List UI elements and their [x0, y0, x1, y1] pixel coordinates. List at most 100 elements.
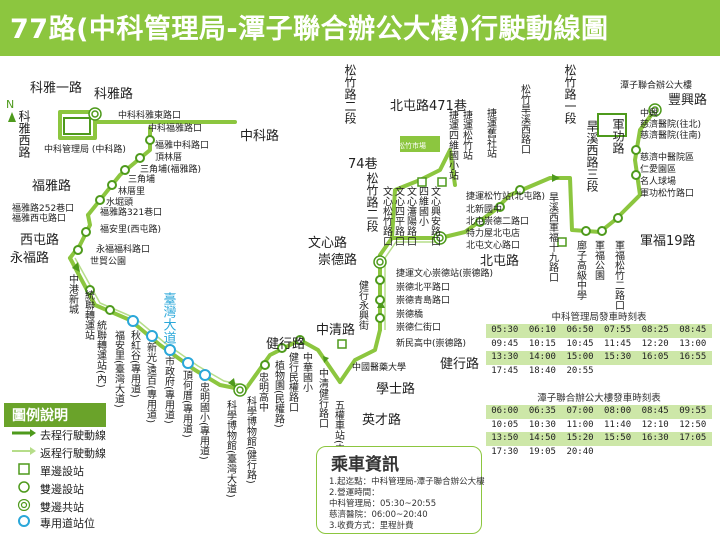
ride-info-line: 中科管理局：05:30~20:55	[329, 499, 437, 509]
road-label-wenxin: 文心路	[308, 235, 347, 251]
ride-info-line: 1.起迄點：中科管理局-潭子聯合辦公大樓	[329, 477, 485, 487]
stop-label: 文心松竹路口	[381, 185, 393, 246]
legend: 圖例說明 去程行駛動線 返程行駛動線 單邊設站 雙邊設站 雙邊共站 專用道站位	[4, 403, 172, 531]
dedicated-stop-icon	[146, 330, 158, 342]
stop-icon	[260, 360, 270, 370]
stop-icon	[375, 313, 385, 323]
timetable-cell: 12:50	[673, 418, 712, 432]
timetable-cell: 16:55	[673, 351, 712, 365]
route-line-chongde	[378, 236, 442, 332]
stop-icon	[581, 226, 591, 236]
timetable-cell: 05:30	[486, 324, 524, 338]
return-lines	[74, 241, 440, 387]
stop-label: 中科福雅路口	[148, 122, 202, 134]
single-stop-icon	[337, 339, 347, 349]
stop-icon	[145, 135, 155, 145]
stop-label: 慈濟醫院(往南)	[640, 129, 701, 141]
arrow-icon	[72, 262, 80, 272]
timetable-cell: 13:30	[486, 351, 524, 365]
timetable-cell: 10:15	[523, 337, 562, 351]
stop-label: 秋紅谷(專用道)	[129, 329, 141, 398]
timetable-cell: 11:45	[598, 337, 637, 351]
shared-stops	[88, 103, 662, 397]
timetable-cell: 13:00	[673, 337, 712, 351]
timetable-cell: 10:30	[523, 418, 562, 432]
road-label-songzhu-2b: 松竹路二段	[365, 172, 379, 233]
stop-label: 忠明國小(專用道)	[198, 382, 210, 460]
stop-icon	[295, 335, 305, 345]
timetable-cell: 15:50	[598, 432, 637, 446]
stop-label: 福雅路252巷口	[12, 202, 74, 214]
stop-icon	[81, 227, 91, 237]
timetable-cell: 06:50	[561, 324, 599, 338]
stop-label: 科學博物館(健行路)	[245, 395, 257, 484]
stop-label: 科學博物館(臺灣大道)	[225, 399, 237, 498]
ride-info-box: 乘車資訊 1.起迄點：中科管理局-潭子聯合辦公大樓 2.營運時間： 中科管理局：…	[316, 446, 485, 534]
road-label-songzhu-1: 松竹路一段	[563, 64, 577, 125]
timetable-cell: 11:40	[598, 418, 637, 432]
stop-label: 健行永興街	[357, 280, 369, 331]
stop-icon	[277, 343, 287, 353]
road-label-fengxing: 豐興路	[668, 92, 707, 108]
road-label-yongfu: 永福路	[10, 250, 49, 266]
stop-label: 福雅中科路口	[155, 139, 209, 151]
stop-label: 慈濟中醫院區	[640, 151, 694, 163]
stop-label: 崇德橋	[396, 308, 423, 320]
stop-label: 福安里(臺灣大道)	[113, 329, 125, 408]
timetable-cell: 07:00	[561, 405, 599, 419]
timetable-cell	[673, 364, 712, 378]
stop-label: 廍子高級中學	[575, 239, 587, 301]
stop-icon	[495, 202, 505, 212]
stop-icon	[475, 217, 485, 227]
stop-label: 新光/遠百(專用道)	[145, 341, 157, 423]
stop-icon	[105, 305, 115, 315]
stop-icon	[375, 295, 385, 305]
timetable-cell: 13:50	[486, 432, 524, 446]
timetable-cell: 06:00	[486, 405, 524, 419]
stop-label: 福雅路321巷口	[100, 206, 162, 218]
stop-icon	[107, 180, 117, 190]
stop-label: 文心興安路口	[429, 185, 441, 246]
stop-label: 中科管理局 (中科路)	[44, 143, 126, 155]
stop-label: 水堀頭	[106, 196, 133, 208]
stop-label: 軍福松竹二路口	[613, 240, 625, 310]
route-map: N 科雅一路 科雅路 中科路 福雅路 西屯路 永福路 中清路 健行路 健行路 學…	[6, 64, 707, 498]
stop-label: 松竹旱溪西路口	[519, 83, 531, 154]
single-stop-icon	[557, 237, 567, 247]
ride-info-title: 乘車資訊	[331, 455, 399, 475]
timetable-cell: 18:40	[523, 364, 562, 378]
stop-label: 北屯文心路口	[466, 239, 520, 251]
stop-label: 崇德青島路口	[396, 294, 450, 306]
stop-label: 健行民權路口	[287, 352, 299, 412]
page-title: 77路(中科管理局-潭子聯合辦公大樓)行駛動線圖	[10, 14, 609, 45]
legend-item: 返程行駛動線	[12, 445, 106, 461]
timetable-cell: 15:00	[561, 351, 599, 365]
square-icon	[18, 463, 30, 475]
route-line-songzhu	[390, 148, 457, 240]
stop-label: 林厝里	[118, 185, 145, 197]
stop-icon	[375, 275, 385, 285]
road-label-zhongqing: 中清路	[316, 322, 355, 338]
terminals	[63, 113, 627, 152]
stop-label: 旱溪西軍福十九路口	[547, 192, 559, 282]
dedicated-stop-icon	[182, 357, 194, 369]
stop-label: 崇德仁街口	[396, 321, 441, 333]
timetable-cell: 17:30	[486, 445, 524, 459]
stop-label: 中港新城	[67, 273, 79, 315]
timetable-cell: 17:45	[486, 364, 524, 378]
stop-label: 文心瀋陽路口	[405, 185, 417, 246]
arrow-icon	[228, 378, 236, 388]
road-label-beitun471: 北屯路471巷	[390, 98, 467, 114]
stop-label: 三角埔	[128, 173, 155, 185]
timetable-cell: 20:55	[561, 364, 599, 378]
road-label-chongde: 崇德路	[318, 252, 357, 268]
arrow-icon	[12, 447, 36, 455]
